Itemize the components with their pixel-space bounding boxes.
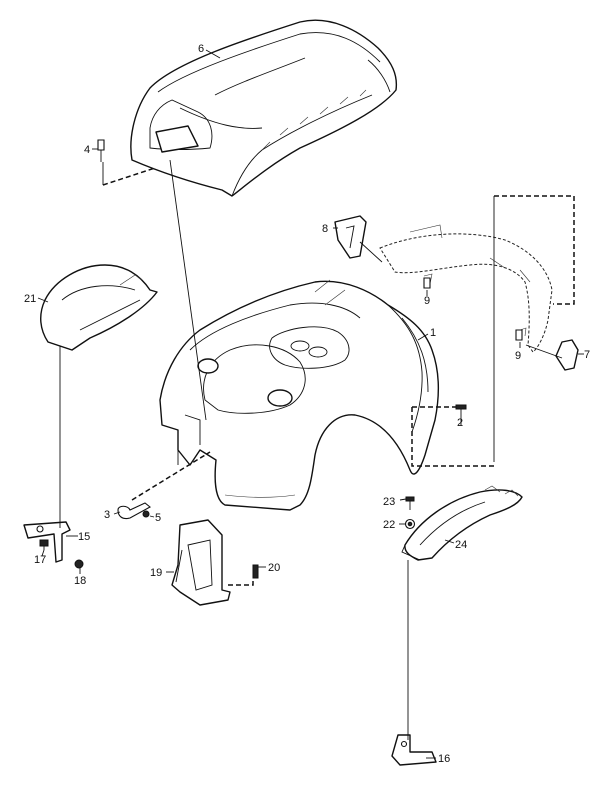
callout-5: 5 (155, 512, 161, 524)
callout-17: 17 (34, 554, 46, 566)
fender-body-part-1 (159, 279, 440, 511)
callout-4: 4 (84, 144, 90, 156)
lower-bracket-part-19 (171, 519, 231, 606)
callout-9-lower: 9 (515, 350, 521, 362)
callout-9-upper: 9 (424, 295, 430, 307)
callout-labels: 6 4 8 9 21 1 9 7 2 3 5 15 17 18 19 20 23… (24, 43, 590, 765)
assembly-lines (59, 159, 575, 740)
callout-22: 22 (383, 519, 395, 531)
callout-18: 18 (74, 575, 86, 587)
callout-15: 15 (78, 531, 90, 543)
callout-leaders (37, 49, 584, 759)
right-mudguard-part-24 (401, 485, 523, 561)
callout-1: 1 (430, 327, 436, 339)
callout-23: 23 (383, 496, 395, 508)
bracket-part-16 (391, 734, 437, 766)
callout-7: 7 (584, 349, 590, 361)
callout-19: 19 (150, 567, 162, 579)
top-cover-part-6 (130, 19, 398, 197)
left-shield-part-21 (40, 264, 158, 351)
callout-16: 16 (438, 753, 450, 765)
bracket-part-15 (23, 521, 71, 563)
callout-3: 3 (104, 509, 110, 521)
hardware (39, 139, 523, 579)
callout-8: 8 (322, 223, 328, 235)
callout-21: 21 (24, 293, 36, 305)
callout-20: 20 (268, 562, 280, 574)
callout-2: 2 (457, 417, 463, 429)
callout-24: 24 (455, 539, 467, 551)
callout-6: 6 (198, 43, 204, 55)
